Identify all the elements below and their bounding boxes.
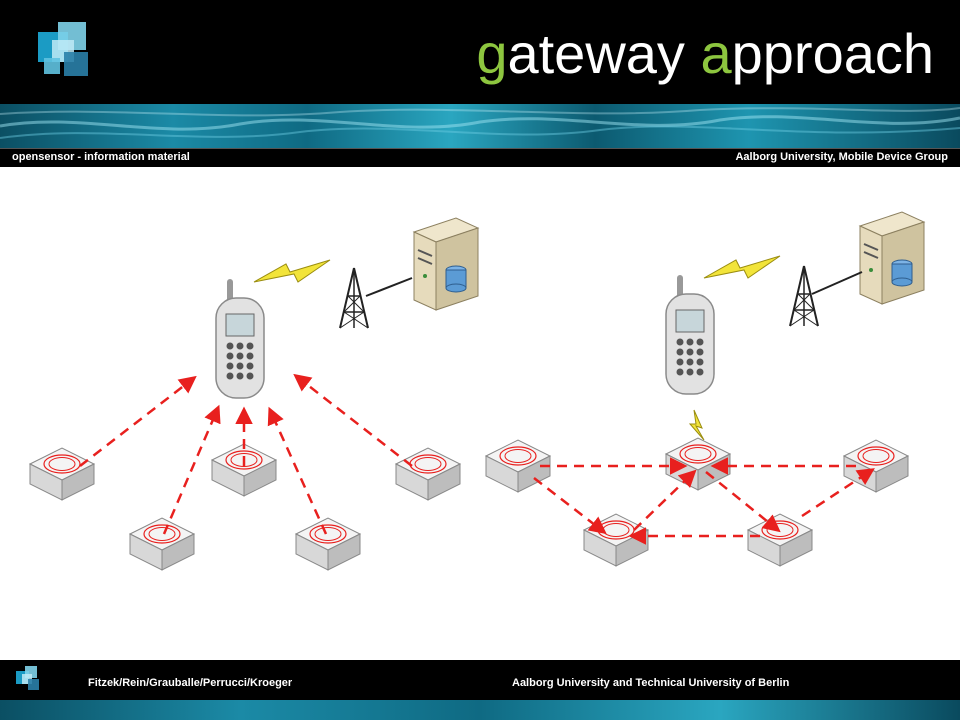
subheader-bar: opensensor - information material Aalbor… — [0, 148, 960, 167]
title-accent-g: g — [476, 22, 508, 85]
server-left — [413, 217, 479, 311]
footer-institutions: Aalborg University and Technical Univers… — [512, 677, 790, 689]
phone-left — [216, 282, 264, 398]
sensor-node-l5 — [295, 517, 361, 571]
arrow-l3 — [293, 373, 413, 467]
sensor-node-l3 — [395, 447, 461, 501]
sensor-node-r4 — [583, 513, 649, 567]
server-right — [859, 211, 925, 305]
right-panel — [485, 211, 925, 567]
subheader-left-text: opensensor - information material — [12, 151, 190, 163]
slide-footer: Fitzek/Rein/Grauballe/Perrucci/Kroeger A… — [0, 660, 960, 700]
wireless-bolt-left — [253, 259, 331, 283]
arrow-r4 — [633, 469, 697, 531]
sensor-node-r5 — [747, 513, 813, 567]
wireless-bolt-right — [703, 255, 781, 279]
header-water-band — [0, 104, 960, 148]
arrow-l4 — [162, 404, 221, 535]
title-text-1: ateway — [507, 22, 701, 85]
title-accent-a: a — [700, 22, 732, 85]
footer-logo-icon — [16, 666, 39, 690]
tower-server-link-left — [365, 277, 413, 297]
slide-header: gateway approach — [0, 0, 960, 104]
arrow-r3 — [533, 477, 607, 535]
page-title: gateway approach — [476, 22, 934, 86]
gateway-bolt — [688, 409, 705, 441]
left-panel — [29, 217, 479, 571]
arrow-l5 — [267, 406, 328, 535]
tower-right — [789, 265, 819, 327]
arrow-l1 — [79, 375, 197, 467]
sensor-node-l4 — [129, 517, 195, 571]
arrow-r6 — [801, 468, 875, 518]
phone-right — [666, 278, 714, 394]
sensor-node-l2 — [211, 443, 277, 497]
subheader-right-text: Aalborg University, Mobile Device Group — [735, 151, 948, 163]
sensor-node-l1 — [29, 447, 95, 501]
network-diagram — [29, 211, 925, 571]
title-text-2: pproach — [731, 22, 934, 85]
footer-water-band — [0, 700, 960, 720]
logo-icon — [38, 22, 88, 76]
footer-authors: Fitzek/Rein/Grauballe/Perrucci/Kroeger — [88, 677, 293, 689]
tower-left — [339, 267, 369, 329]
arrow-r5 — [705, 471, 781, 533]
tower-server-link-right — [811, 271, 863, 295]
